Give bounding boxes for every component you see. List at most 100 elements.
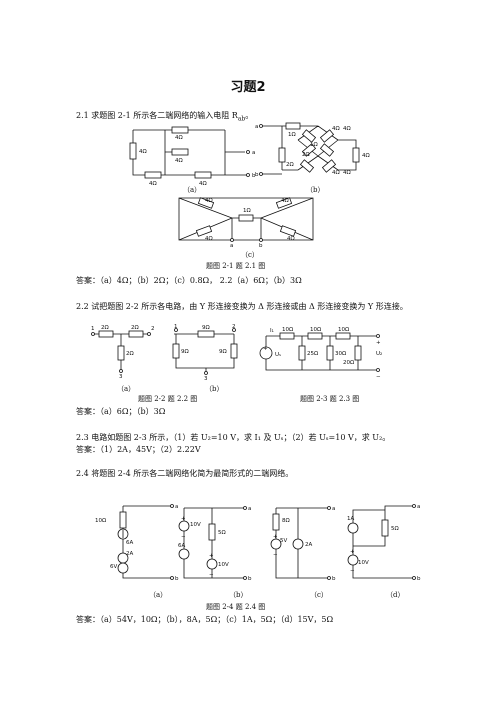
circuit-fig-2-1a: 4Ω 4Ω 4Ω 4Ω 4Ω a b xyxy=(129,126,256,187)
svg-text:b: b xyxy=(332,576,336,582)
svg-text:I₁: I₁ xyxy=(270,328,274,334)
svg-text:10Ω: 10Ω xyxy=(310,327,321,333)
svg-text:6A: 6A xyxy=(178,543,185,549)
svg-text:+: + xyxy=(209,553,214,559)
figure-caption-2-4: 题图 2-4 题 2.4 图 xyxy=(206,603,266,611)
figure-caption-2-2: 题图 2-2 题 2.2 图 xyxy=(138,395,198,403)
svg-text:+: + xyxy=(181,516,186,522)
svg-text:10Ω: 10Ω xyxy=(338,327,349,333)
svg-text:Uₛ: Uₛ xyxy=(275,352,281,358)
svg-text:10V: 10V xyxy=(218,562,229,568)
svg-text:2: 2 xyxy=(151,326,155,332)
caption-2-4b: （b） xyxy=(229,591,248,599)
svg-text:4Ω: 4Ω xyxy=(343,170,351,176)
svg-text:−: − xyxy=(376,374,381,380)
svg-text:4Ω: 4Ω xyxy=(175,135,183,141)
circuit-fig-2-4d: 1A 5Ω 10V +− a b xyxy=(347,504,421,582)
svg-text:a: a xyxy=(252,150,255,156)
svg-text:a: a xyxy=(332,506,335,512)
resistor xyxy=(171,126,189,134)
svg-text:2A: 2A xyxy=(305,542,312,548)
svg-text:+: + xyxy=(350,549,355,555)
svg-text:1A: 1A xyxy=(347,516,354,522)
figure-caption-2-3: 题图 2-3 题 2.3 图 xyxy=(300,395,360,403)
svg-text:4Ω: 4Ω xyxy=(343,126,351,132)
svg-text:a: a xyxy=(175,504,178,510)
svg-text:1: 1 xyxy=(91,326,95,332)
svg-text:2Ω: 2Ω xyxy=(302,152,310,158)
svg-text:4Ω: 4Ω xyxy=(199,181,207,187)
svg-text:3: 3 xyxy=(204,376,208,382)
caption-2-4a: （a） xyxy=(149,591,168,599)
circuit-fig-2-2b: 1 2 9Ω 9Ω 9Ω 3 xyxy=(172,324,238,382)
svg-text:4Ω: 4Ω xyxy=(281,198,289,204)
svg-text:b: b xyxy=(248,576,252,582)
svg-text:a: a xyxy=(248,506,251,512)
svg-text:9Ω: 9Ω xyxy=(219,349,227,355)
svg-text:1Ω: 1Ω xyxy=(288,132,296,138)
svg-text:+: + xyxy=(273,534,278,540)
svg-text:b: b xyxy=(417,576,421,582)
circuit-fig-2-1c: 4Ω 4Ω 1Ω 4Ω 4Ω a b xyxy=(178,197,314,249)
question-2-1: 2.1 求题图 2-1 所示各二端网络的输入电阻 Rab。 xyxy=(76,111,254,123)
svg-text:5V: 5V xyxy=(280,538,287,544)
svg-text:1: 1 xyxy=(174,324,178,330)
svg-text:−: − xyxy=(209,572,214,578)
svg-text:b: b xyxy=(175,576,179,582)
svg-text:−: − xyxy=(350,568,355,574)
resistor xyxy=(144,171,162,179)
svg-text:9Ω: 9Ω xyxy=(181,349,189,355)
svg-text:b: b xyxy=(252,173,256,179)
svg-text:5Ω: 5Ω xyxy=(218,530,226,536)
svg-text:−: − xyxy=(273,552,278,558)
question-2-3: 2.3 电路如题图 2-3 所示，（1）若 U₂=10 V，求 I₁ 及 Uₛ；… xyxy=(76,433,391,442)
figure-caption-2-1: 题图 2-1 题 2.1 图 xyxy=(206,262,266,270)
svg-text:b: b xyxy=(255,172,259,178)
svg-text:2Ω: 2Ω xyxy=(286,162,294,168)
svg-text:+: + xyxy=(376,340,381,346)
caption-a: （a） xyxy=(183,186,202,194)
circuit-fig-2-4c: 8Ω 5V + − 2A a b xyxy=(270,506,336,582)
svg-text:10V: 10V xyxy=(190,522,201,528)
resistor xyxy=(171,148,189,156)
caption-c: （c） xyxy=(241,251,259,259)
svg-text:4Ω: 4Ω xyxy=(139,149,147,155)
svg-text:2Ω: 2Ω xyxy=(131,325,139,331)
caption-2-4c: （c） xyxy=(310,591,328,599)
svg-text:4Ω: 4Ω xyxy=(175,158,183,164)
svg-text:4Ω: 4Ω xyxy=(205,236,213,242)
circuit-fig-2-4a: 10Ω 6A 2A 6V a b xyxy=(95,504,179,582)
page-title: 习题2 xyxy=(230,80,266,95)
caption-2-2a: （a） xyxy=(117,385,136,393)
svg-text:4Ω: 4Ω xyxy=(332,170,340,176)
svg-text:1Ω: 1Ω xyxy=(243,208,251,214)
answer-2-1: 答案：（a）4Ω；（b）2Ω；（c）0.8Ω， 2.2（a）6Ω；（b）3Ω xyxy=(76,276,302,285)
svg-text:2Ω: 2Ω xyxy=(101,325,109,331)
caption-2-2b: （b） xyxy=(205,385,224,393)
svg-text:5Ω: 5Ω xyxy=(391,526,399,532)
answer-2-2: 答案：（a）6Ω；（b）3Ω xyxy=(76,407,166,416)
svg-text:4Ω: 4Ω xyxy=(362,153,370,159)
svg-text:2A: 2A xyxy=(126,551,133,557)
svg-text:10Ω: 10Ω xyxy=(95,518,106,524)
svg-text:6A: 6A xyxy=(126,540,133,546)
svg-text:a: a xyxy=(255,124,258,130)
circuit-fig-2-2a: 1 2 2Ω 2Ω 2Ω 3 xyxy=(91,325,155,380)
svg-text:20Ω: 20Ω xyxy=(343,360,354,366)
svg-text:2Ω: 2Ω xyxy=(126,351,134,357)
svg-text:b: b xyxy=(259,243,263,249)
svg-text:8Ω: 8Ω xyxy=(282,518,290,524)
svg-text:4Ω: 4Ω xyxy=(205,198,213,204)
svg-text:10V: 10V xyxy=(358,560,369,566)
svg-text:9Ω: 9Ω xyxy=(202,325,210,331)
circuit-fig-2-3: I₁ + Uₛ 10Ω 10Ω 10Ω 25Ω 30Ω 20Ω + U₂ − xyxy=(259,327,382,380)
caption-b: （b） xyxy=(306,186,325,194)
svg-text:2: 2 xyxy=(232,324,236,330)
question-2-4: 2.4 将题图 2-4 所示各二端网络化简为最简形式的二端网络。 xyxy=(76,469,294,478)
answer-2-4: 答案：（a）54V，10Ω；（b），8A，5Ω；（c）1A，5Ω；（d）15V，… xyxy=(76,615,334,624)
question-2-2: 2.2 试把题图 2-2 所示各电路，由 Y 形连接变换为 Δ 形连接或由 Δ … xyxy=(76,302,408,311)
svg-text:−: − xyxy=(181,534,186,540)
caption-2-4d: （d） xyxy=(386,591,405,599)
svg-text:25Ω: 25Ω xyxy=(307,351,318,357)
